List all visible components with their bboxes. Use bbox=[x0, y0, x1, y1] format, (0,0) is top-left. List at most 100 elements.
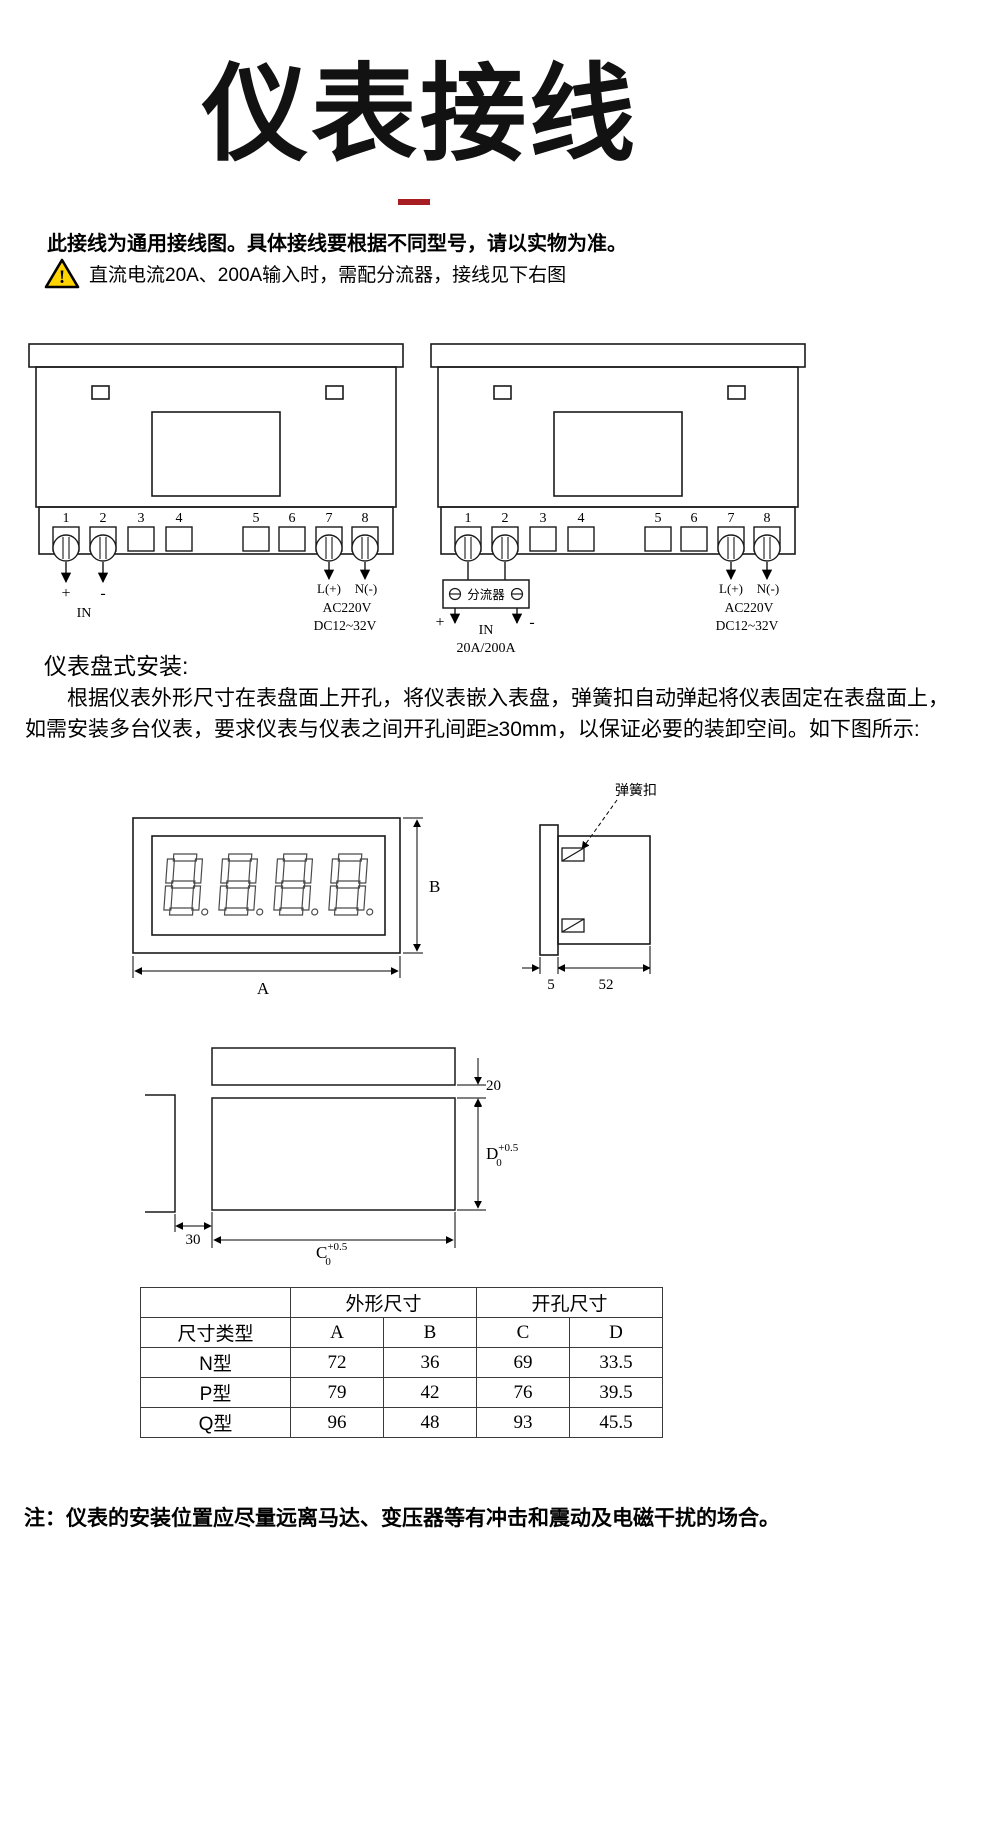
seven-segment-display bbox=[162, 853, 378, 916]
shunt-in-label: IN bbox=[479, 623, 494, 638]
terminal-number: 5 bbox=[253, 511, 260, 526]
terminal-number: 8 bbox=[764, 511, 771, 526]
neutral-label: N(-) bbox=[355, 581, 377, 596]
terminal-screws bbox=[52, 534, 379, 562]
cell-value: 72 bbox=[290, 1347, 384, 1378]
terminal-number: 6 bbox=[289, 511, 296, 526]
meter-front-outline bbox=[132, 817, 401, 954]
terminal-number: 5 bbox=[655, 511, 662, 526]
shunt-box: 分流器 bbox=[442, 579, 530, 609]
terminal-number: 1 bbox=[465, 511, 472, 526]
terminal-number: 6 bbox=[691, 511, 698, 526]
adjacent-cutout-top bbox=[211, 1047, 456, 1086]
spring-clip-label: 弹簧扣 bbox=[615, 782, 657, 798]
adjacent-cutout-left bbox=[145, 1094, 176, 1213]
shunt-plus-label: + bbox=[435, 614, 444, 631]
intro-text: 此接线为通用接线图。具体接线要根据不同型号，请以实物为准。 bbox=[47, 233, 627, 255]
wiring-diagram-right: 1 2 3 4 5 6 7 8 bbox=[430, 343, 806, 656]
terminal-screws bbox=[454, 534, 781, 562]
leader-arrow bbox=[581, 799, 618, 850]
group-header-outline: 外形尺寸 bbox=[290, 1287, 477, 1318]
warning-text: 直流电流20A、200A输入时，需配分流器，接线见下右图 bbox=[89, 265, 567, 286]
shunt-label: 分流器 bbox=[467, 588, 505, 602]
cell-value: 93 bbox=[476, 1407, 570, 1438]
front-view-diagram: B A bbox=[132, 817, 440, 998]
terminal-number: 3 bbox=[138, 511, 145, 526]
col-header-a: A bbox=[290, 1317, 384, 1348]
bezel-outline bbox=[539, 824, 559, 956]
title-underline bbox=[398, 199, 430, 205]
terminal-number: 8 bbox=[362, 511, 369, 526]
spring-clips bbox=[561, 847, 585, 933]
input-in-label: IN bbox=[77, 606, 92, 621]
lead-lines bbox=[60, 562, 371, 584]
side-view-diagram: 弹簧扣 5 52 bbox=[522, 782, 657, 993]
screw-slots bbox=[62, 537, 369, 559]
cell-value: 45.5 bbox=[569, 1407, 663, 1438]
ac-label: AC220V bbox=[725, 600, 774, 615]
dim-30-label: 30 bbox=[186, 1232, 201, 1248]
side-outline bbox=[539, 824, 651, 956]
cell-value: 36 bbox=[383, 1347, 477, 1378]
dim-20-label: 20 bbox=[486, 1078, 501, 1094]
terminal-number: 2 bbox=[100, 511, 107, 526]
dc-label: DC12~32V bbox=[716, 618, 779, 633]
line-label: L(+) bbox=[317, 581, 341, 596]
table-corner-cell bbox=[140, 1287, 291, 1318]
col-header-b: B bbox=[383, 1317, 477, 1348]
meter-rear-outline bbox=[430, 343, 806, 555]
warning-icon: ! bbox=[44, 258, 80, 289]
terminal-number: 3 bbox=[540, 511, 547, 526]
terminal-blocks bbox=[52, 526, 379, 552]
body-outline bbox=[557, 835, 651, 945]
warning-row: ! 直流电流20A、200A输入时，需配分流器，接线见下右图 bbox=[44, 258, 566, 289]
meter-rear-outline bbox=[28, 343, 404, 555]
dc-label: DC12~32V bbox=[314, 618, 377, 633]
dim-a-label: A bbox=[257, 979, 270, 998]
table-row: P型 79 42 76 39.5 bbox=[140, 1377, 663, 1408]
col-header-c: C bbox=[476, 1317, 570, 1348]
install-heading: 仪表盘式安装: bbox=[44, 653, 189, 679]
terminal-numbers: 1 2 3 4 5 6 7 8 bbox=[465, 511, 771, 526]
terminal-number: 7 bbox=[728, 511, 735, 526]
terminal-number: 2 bbox=[502, 511, 509, 526]
dim-5-label: 5 bbox=[547, 977, 555, 993]
col-header-d: D bbox=[569, 1317, 663, 1348]
cell-value: 69 bbox=[476, 1347, 570, 1378]
dimension-table: 外形尺寸 开孔尺寸 尺寸类型 A B C D N型 72 36 69 33.5 … bbox=[140, 1287, 663, 1438]
terminal-numbers: 1 2 3 4 5 6 7 8 bbox=[63, 511, 369, 526]
cell-value: 76 bbox=[476, 1377, 570, 1408]
terminal-number: 4 bbox=[578, 511, 585, 526]
table-row: N型 72 36 69 33.5 bbox=[140, 1347, 663, 1378]
row-label: N型 bbox=[140, 1347, 291, 1378]
terminal-number: 4 bbox=[176, 511, 183, 526]
cell-value: 39.5 bbox=[569, 1377, 663, 1408]
cell-value: 96 bbox=[290, 1407, 384, 1438]
dimension-lines bbox=[522, 946, 651, 974]
page-title: 仪表接线 bbox=[202, 56, 638, 174]
ac-label: AC220V bbox=[323, 600, 372, 615]
table-row: Q型 96 48 93 45.5 bbox=[140, 1407, 663, 1438]
dimension-lines bbox=[132, 817, 423, 978]
install-paragraph: 根据仪表外形尺寸在表盘面上开孔，将仪表嵌入表盘，弹簧扣自动弹起将仪表固定在表盘面… bbox=[25, 687, 949, 741]
cell-value: 33.5 bbox=[569, 1347, 663, 1378]
input-plus-label: + bbox=[61, 585, 70, 602]
screw-slots bbox=[464, 537, 771, 559]
input-minus-label: - bbox=[100, 585, 105, 602]
table-row: 外形尺寸 开孔尺寸 bbox=[140, 1287, 663, 1318]
cell-value: 42 bbox=[383, 1377, 477, 1408]
shunt-minus-label: - bbox=[529, 614, 534, 631]
row-label: P型 bbox=[140, 1377, 291, 1408]
line-label: L(+) bbox=[719, 581, 743, 596]
shunt-range-label: 20A/200A bbox=[456, 641, 516, 656]
dim-b-label: B bbox=[429, 877, 440, 896]
lead-lines bbox=[449, 562, 773, 625]
dim-52-label: 52 bbox=[599, 977, 614, 993]
wiring-diagram-left: 1 2 3 4 5 6 7 8 bbox=[28, 343, 404, 633]
col-header-type: 尺寸类型 bbox=[140, 1317, 291, 1348]
neutral-label: N(-) bbox=[757, 581, 779, 596]
